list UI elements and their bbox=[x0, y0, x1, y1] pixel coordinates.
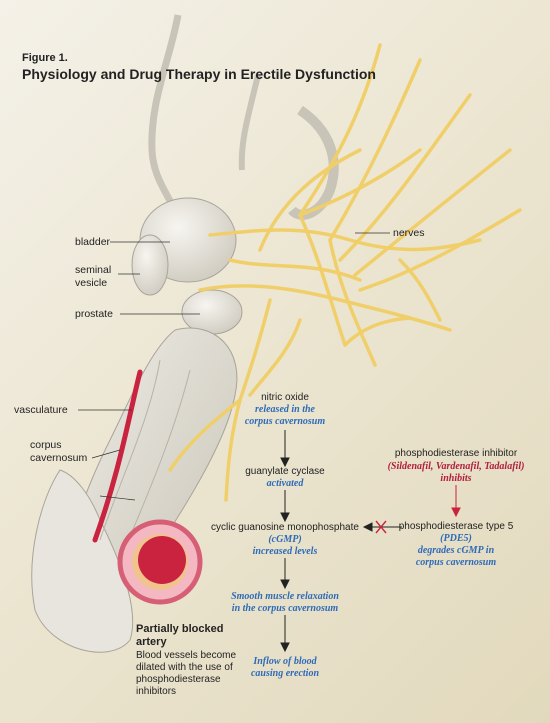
inhibitor-drugs: (Sildenafil, Vardenafil, Tadalafil) bbox=[387, 461, 525, 472]
nitric-oxide-note-2: corpus cavernosum bbox=[244, 416, 326, 427]
callout-title-line1: Partially blocked bbox=[136, 623, 224, 635]
callout-title-line2: artery bbox=[136, 636, 167, 648]
vas-deferens bbox=[238, 74, 261, 171]
bladder-label: bladder bbox=[75, 236, 111, 248]
nerves-label: nerves bbox=[393, 227, 425, 239]
vasculature-label: vasculature bbox=[14, 404, 68, 416]
pde5-note-1: degrades cGMP in bbox=[417, 545, 495, 556]
cgmp-note: increased levels bbox=[252, 546, 318, 557]
pde5-note-2: corpus cavernosum bbox=[415, 557, 497, 568]
seminal-duct bbox=[288, 105, 339, 220]
ureter bbox=[148, 14, 182, 207]
inhibitor-title: phosphodiesterase inhibitor bbox=[394, 448, 518, 459]
prostate-organ bbox=[181, 289, 243, 335]
figure-title: Physiology and Drug Therapy in Erectile … bbox=[22, 66, 376, 82]
seminal-vesicle-organ bbox=[131, 234, 169, 296]
artery bbox=[92, 369, 143, 543]
guanylate-cyclase-note: activated bbox=[266, 478, 304, 489]
pathway-arrows bbox=[280, 430, 402, 653]
relaxation-line1: Smooth muscle relaxation bbox=[231, 591, 339, 602]
seminal-label-line2: vesicle bbox=[75, 277, 108, 289]
corpus-label-line1: corpus bbox=[30, 439, 62, 451]
nitric-oxide-label: nitric oxide bbox=[261, 392, 309, 403]
inhibit-x-icon bbox=[375, 520, 387, 534]
cgmp-label: cyclic guanosine monophosphate bbox=[211, 522, 359, 533]
nitric-oxide-note-1: released in the bbox=[255, 404, 315, 415]
prostate-label: prostate bbox=[75, 308, 113, 320]
pde5-label: phosphodiesterase type 5 bbox=[398, 521, 514, 532]
pde5-abbr: (PDE5) bbox=[440, 533, 472, 544]
figure-label: Figure 1. bbox=[22, 52, 68, 64]
leader-lines bbox=[78, 232, 390, 501]
artery-lumen bbox=[138, 536, 186, 584]
seminal-label-line1: seminal bbox=[75, 264, 112, 276]
inhibitor-action: inhibits bbox=[440, 473, 472, 484]
guanylate-cyclase-label: guanylate cyclase bbox=[245, 466, 325, 477]
relaxation-line2: in the corpus cavernosum bbox=[231, 603, 339, 614]
inflow-line2: causing erection bbox=[250, 668, 320, 679]
callout-body: Blood vessels become dilated with the us… bbox=[136, 650, 237, 697]
nerve-network bbox=[168, 43, 522, 502]
inflow-line1: Inflow of blood bbox=[253, 656, 317, 667]
inhibit-arrow bbox=[451, 485, 461, 518]
corpus-label-line2: cavernosum bbox=[30, 452, 88, 464]
cgmp-abbr: (cGMP) bbox=[268, 534, 302, 545]
glans bbox=[31, 469, 134, 653]
tissue-line bbox=[99, 359, 161, 541]
